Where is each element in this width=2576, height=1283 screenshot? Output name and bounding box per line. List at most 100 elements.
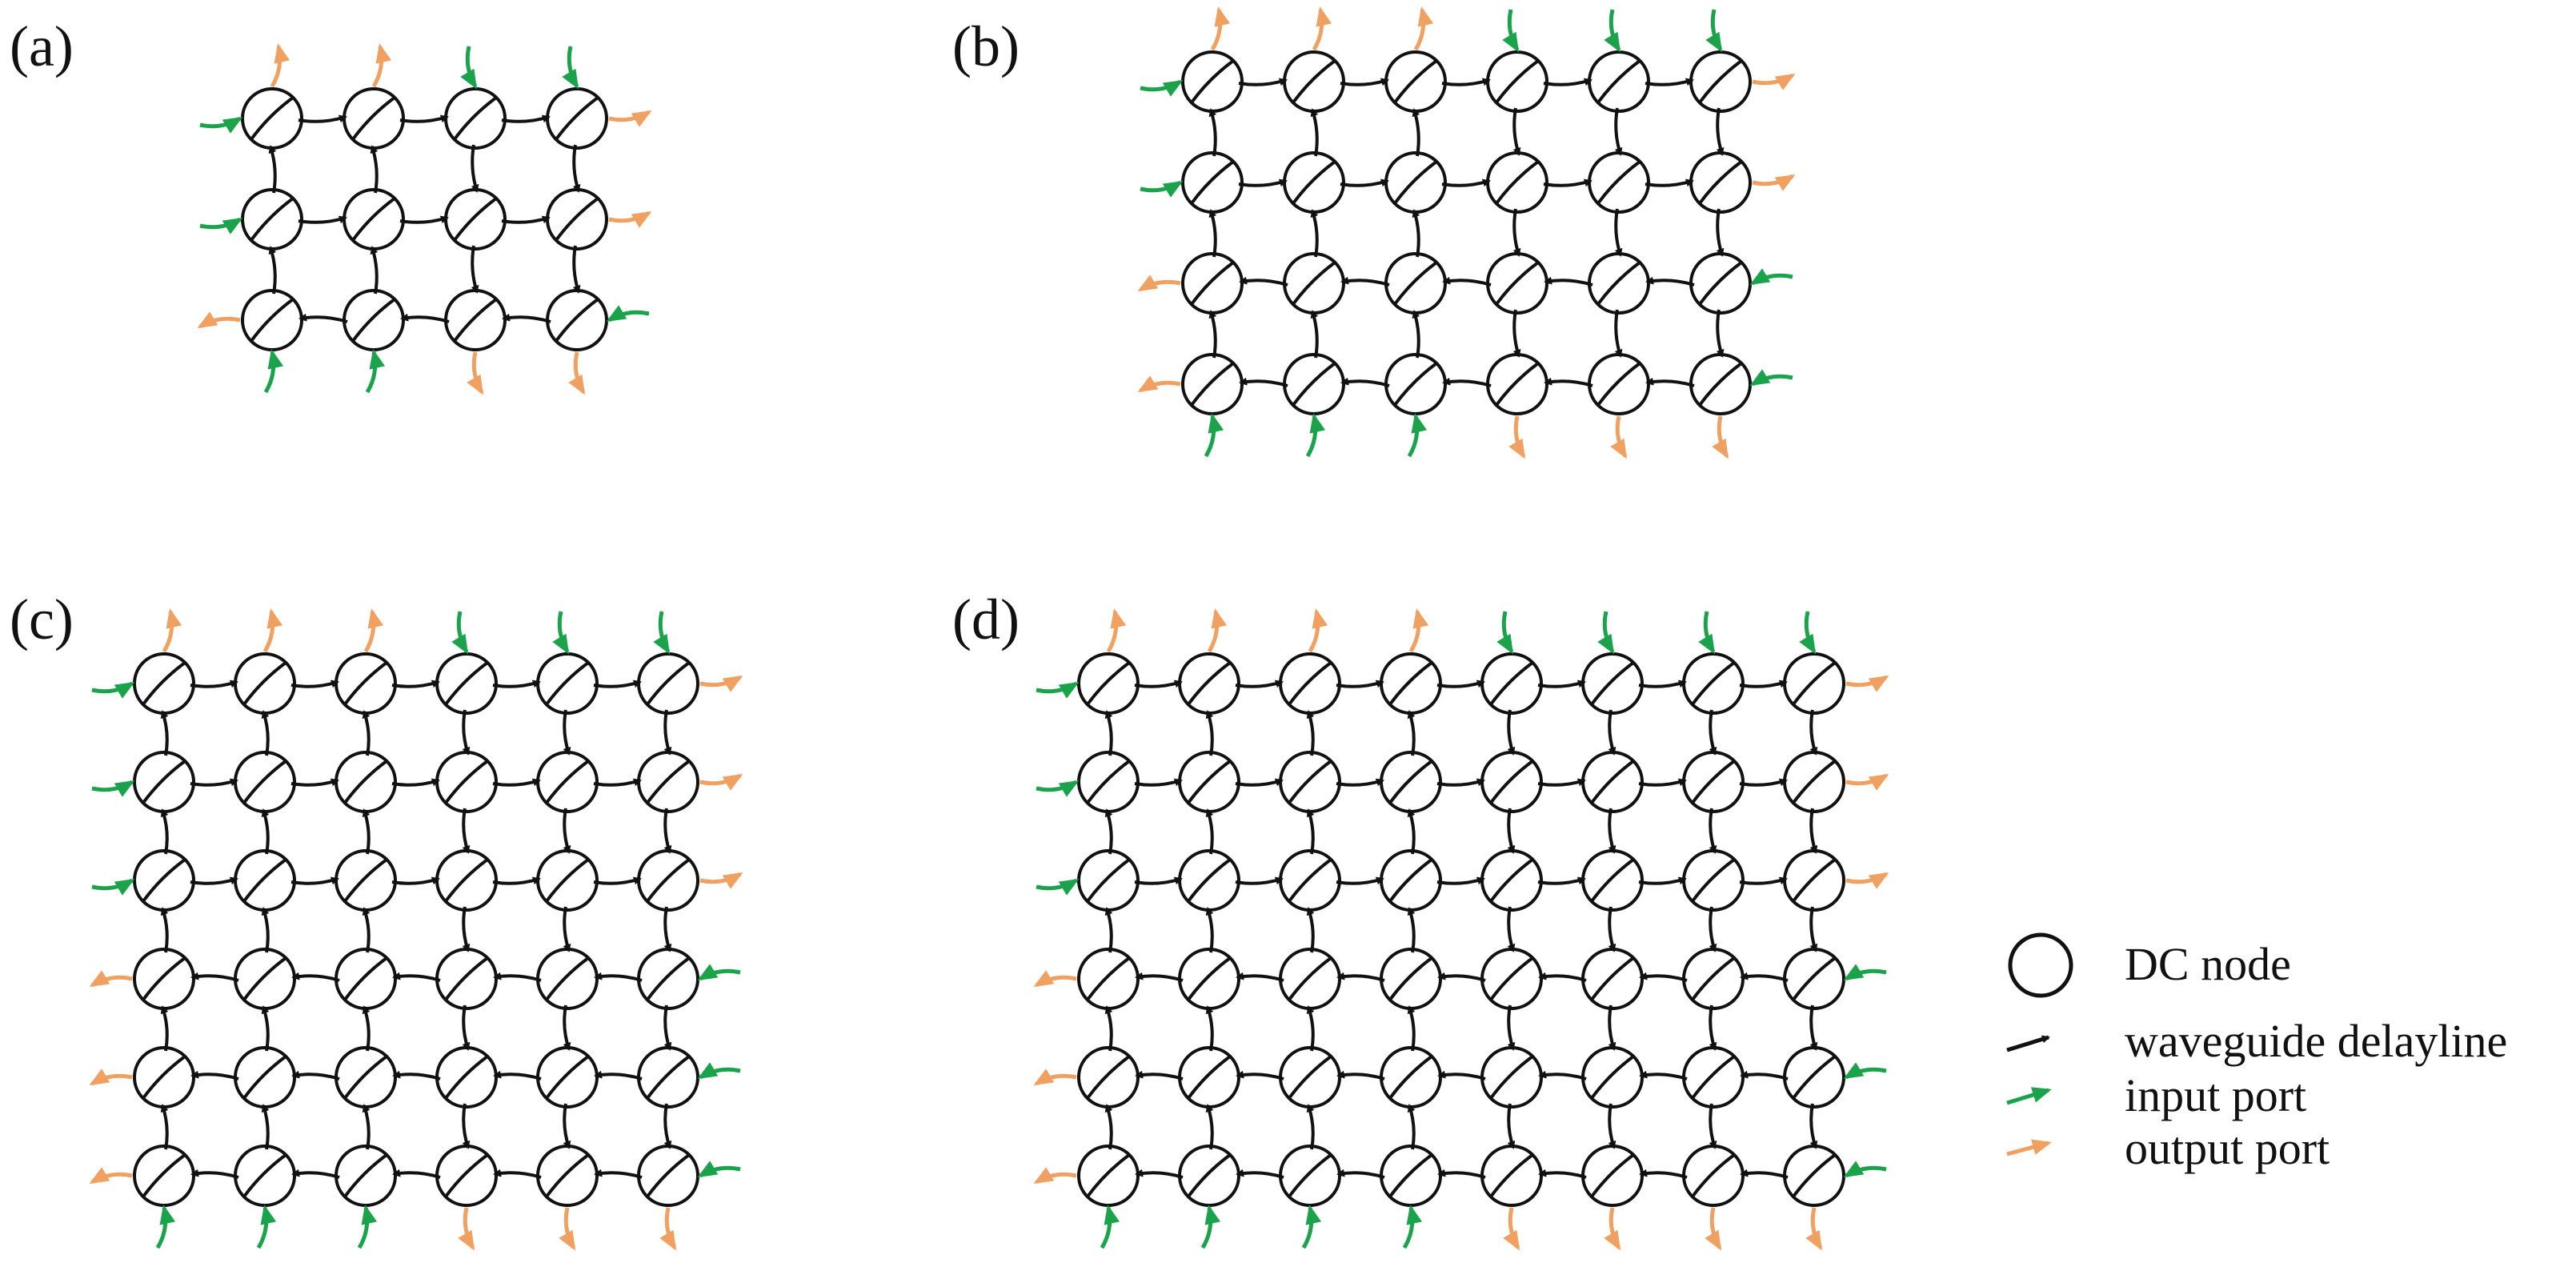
- dc-node: [637, 1145, 699, 1207]
- delayline-arrow: [1135, 1070, 1184, 1081]
- delayline-arrow: [1340, 178, 1389, 187]
- output-port-arrow: [1207, 608, 1228, 653]
- output-port-arrow: [1408, 608, 1429, 653]
- delayline-arrow: [291, 972, 340, 982]
- delayline-arrow: [471, 144, 479, 193]
- delayline-arrow: [1205, 1104, 1214, 1150]
- dc-node: [1279, 849, 1341, 912]
- input-port-arrow: [1749, 369, 1793, 387]
- delayline-arrow: [298, 215, 347, 224]
- dc-node: [1682, 1046, 1745, 1109]
- delayline-arrow: [1639, 1070, 1688, 1081]
- delayline-arrow: [1340, 276, 1390, 287]
- delayline-arrow: [1507, 709, 1516, 756]
- dc-node: [1077, 751, 1140, 813]
- dc-node: [536, 849, 599, 912]
- dc-node: [435, 849, 498, 912]
- delayline-arrow: [1639, 972, 1688, 982]
- output-port-arrow: [1508, 415, 1526, 459]
- delayline-arrow: [261, 710, 270, 756]
- delayline-arrow: [563, 1004, 571, 1051]
- delayline-arrow: [1512, 208, 1521, 257]
- dc-node: [1581, 1046, 1644, 1109]
- dc-node: [1682, 1145, 1745, 1207]
- output-port-arrow: [89, 970, 133, 988]
- dc-node: [241, 87, 303, 150]
- input-port-arrow: [1200, 1205, 1221, 1249]
- dc-node: [133, 1046, 195, 1109]
- input-port-arrow: [1705, 9, 1723, 53]
- delayline-arrow: [1310, 209, 1319, 258]
- delayline-arrow: [1412, 108, 1420, 157]
- delayline-arrow: [362, 907, 371, 953]
- delayline-arrow: [493, 1070, 542, 1081]
- delayline-arrow: [1407, 1005, 1416, 1052]
- dc-node: [1279, 1145, 1341, 1207]
- dc-node: [1384, 353, 1447, 415]
- panel-b-grid: [1137, 6, 1796, 459]
- panel-d-grid: [1033, 608, 1889, 1251]
- delayline-arrow: [1442, 377, 1492, 387]
- input-port-arrow: [1036, 878, 1080, 896]
- dc-node: [1480, 652, 1543, 715]
- dc-node: [1077, 652, 1140, 715]
- output-port-arrow: [270, 43, 290, 88]
- delayline-arrow: [1709, 906, 1717, 952]
- output-port-arrow: [1845, 773, 1889, 791]
- delayline-arrow: [1645, 178, 1694, 187]
- legend-delayline-label: waveguide delayline: [2125, 1015, 2507, 1067]
- delayline-arrow: [160, 1104, 169, 1150]
- delayline-arrow: [462, 1103, 471, 1149]
- delayline-arrow: [1645, 78, 1694, 86]
- dc-node: [335, 751, 397, 813]
- dc-node: [435, 751, 498, 813]
- output-port-arrow: [162, 608, 182, 653]
- delayline-arrow: [1709, 709, 1717, 756]
- input-port-arrow: [1597, 611, 1615, 655]
- delayline-arrow: [190, 1070, 239, 1081]
- input-port-arrow: [357, 1205, 378, 1249]
- dc-node: [1384, 151, 1447, 214]
- delayline-arrow: [1544, 276, 1593, 287]
- dc-node: [1283, 353, 1345, 415]
- dc-node: [335, 948, 397, 1010]
- delayline-arrow: [391, 778, 440, 787]
- delayline-arrow: [1236, 1169, 1284, 1179]
- delayline-arrow: [1507, 1004, 1516, 1051]
- dc-node: [234, 849, 296, 912]
- delayline-arrow: [1537, 680, 1586, 688]
- delayline-arrow: [1340, 377, 1390, 387]
- delayline-arrow: [563, 709, 571, 756]
- delayline-arrow: [1709, 808, 1717, 854]
- delayline-arrow: [563, 1103, 571, 1149]
- input-port-arrow: [1402, 1205, 1423, 1249]
- dc-node: [1380, 751, 1442, 813]
- input-port-arrow: [451, 611, 469, 655]
- delayline-arrow: [1645, 276, 1695, 287]
- delayline-arrow: [501, 215, 551, 224]
- dc-node: [234, 948, 296, 1010]
- delayline-arrow: [261, 907, 270, 953]
- delayline-arrow: [593, 778, 642, 787]
- delayline-arrow: [1407, 907, 1416, 953]
- delayline-arrow: [392, 1169, 441, 1179]
- input-port-arrow: [1204, 413, 1224, 458]
- input-port-arrow: [1496, 611, 1514, 655]
- delayline-arrow: [1437, 1169, 1486, 1179]
- input-port-arrow: [606, 305, 650, 323]
- dc-node: [1783, 948, 1845, 1010]
- output-port-arrow: [1312, 6, 1332, 51]
- delayline-arrow: [1437, 1070, 1486, 1081]
- dc-node: [234, 652, 296, 715]
- delayline-arrow: [261, 808, 270, 855]
- delayline-arrow: [1340, 78, 1389, 86]
- dc-node: [1480, 1145, 1543, 1207]
- dc-node: [1380, 1046, 1442, 1109]
- dc-node: [1178, 849, 1240, 912]
- delayline-arrow: [502, 313, 551, 323]
- panel-a: (a): [10, 14, 652, 395]
- input-port-arrow: [653, 611, 671, 655]
- dc-node: [133, 849, 195, 912]
- dc-node: [1283, 50, 1345, 113]
- delayline-arrow: [1538, 1070, 1587, 1081]
